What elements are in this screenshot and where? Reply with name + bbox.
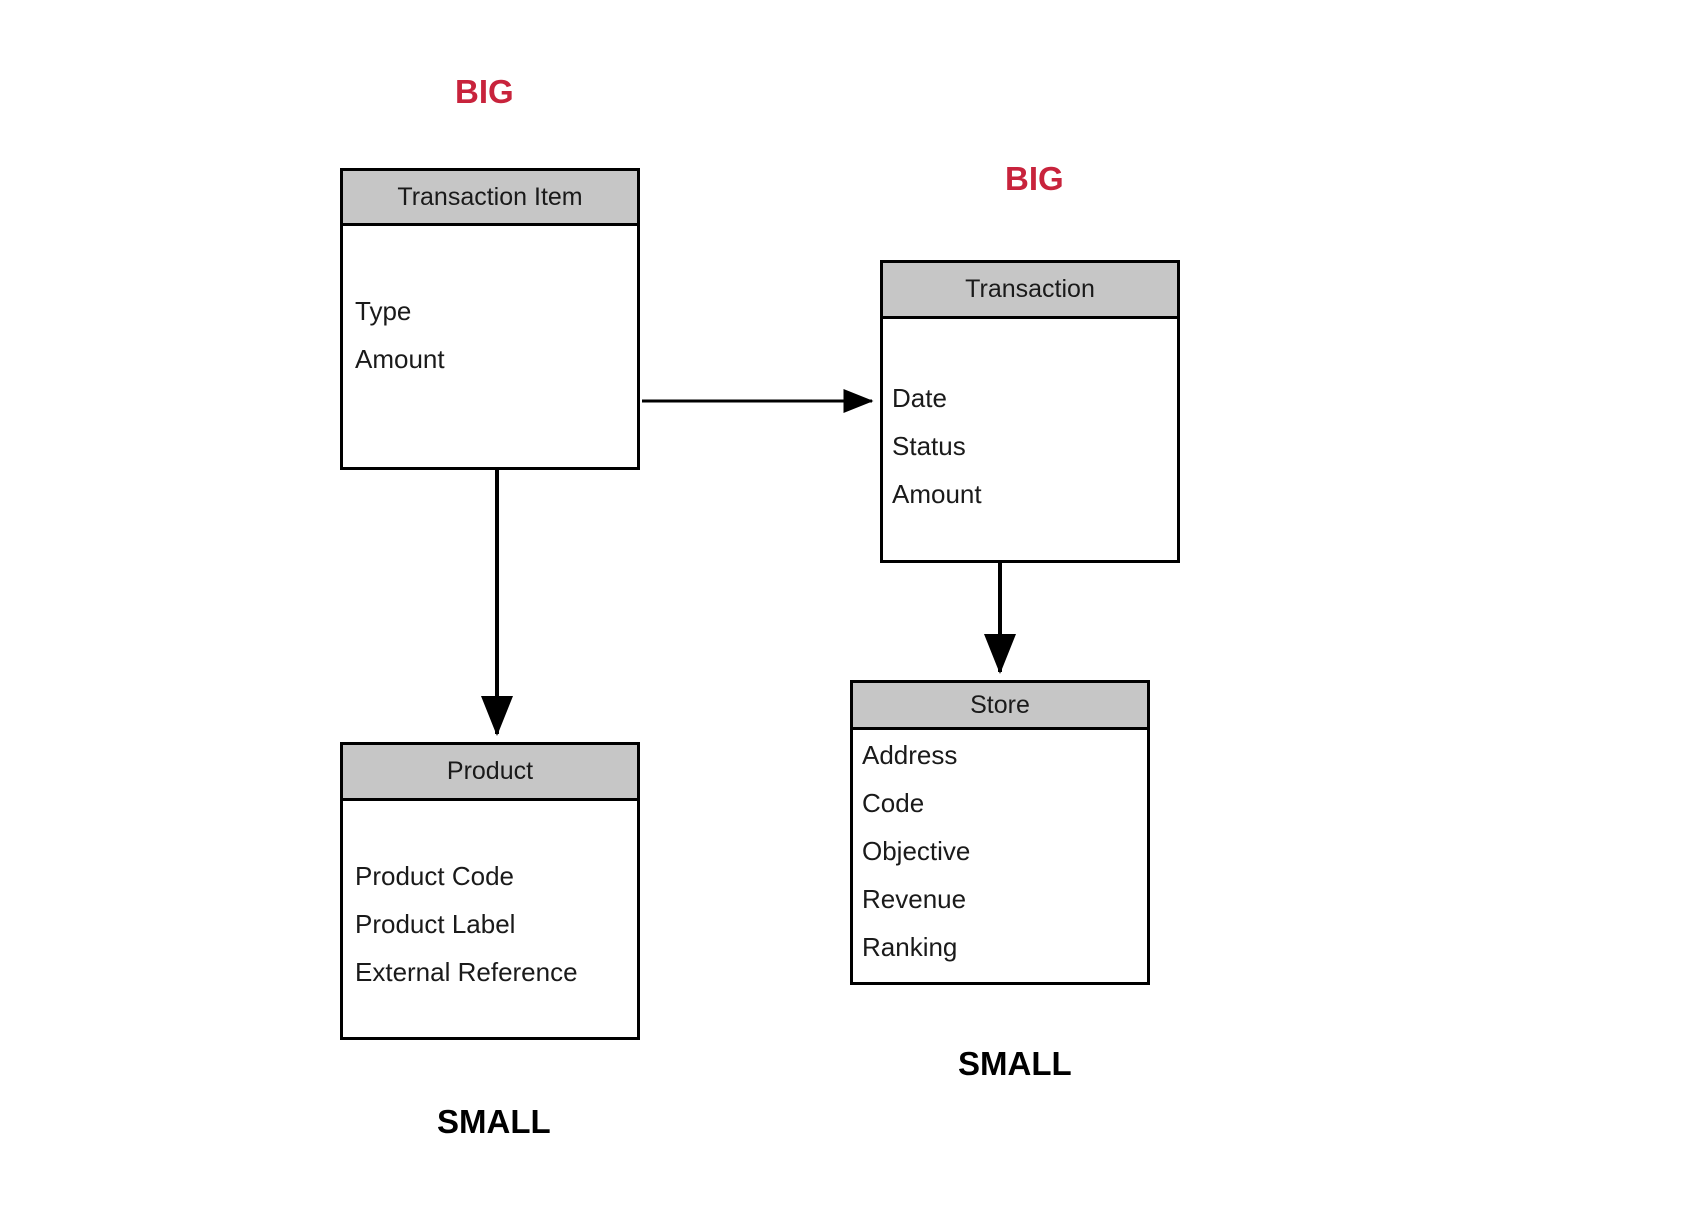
attribute-row: Type <box>355 296 412 326</box>
entity-box-transaction[interactable]: Transaction Date Status Amount <box>880 260 1180 563</box>
entity-title-transaction: Transaction <box>883 263 1177 319</box>
entity-box-store[interactable]: Store Address Code Objective Revenue Ran… <box>850 680 1150 985</box>
entity-attributes-store: Address Code Objective Revenue Ranking <box>853 730 1147 982</box>
entity-title-store: Store <box>853 683 1147 730</box>
entity-box-transaction-item[interactable]: Transaction Item Type Amount <box>340 168 640 470</box>
attribute-row: Product Label <box>355 909 516 939</box>
attribute-row: Ranking <box>862 932 958 962</box>
attribute-row: Amount <box>355 344 445 374</box>
attribute-row: Status <box>892 431 966 461</box>
entity-attributes-transaction-item: Type Amount <box>343 226 637 467</box>
entity-box-product[interactable]: Product Product Code Product Label Exter… <box>340 742 640 1040</box>
size-label-big-transaction: BIG <box>1005 160 1064 197</box>
size-label-small-product: SMALL <box>437 1103 551 1140</box>
attribute-row: Date <box>892 383 947 413</box>
attribute-row: Objective <box>862 836 971 866</box>
attribute-row: Product Code <box>355 861 514 891</box>
size-label-small-store: SMALL <box>958 1045 1072 1082</box>
attribute-row: Address <box>862 740 958 770</box>
entity-title-transaction-item: Transaction Item <box>343 171 637 226</box>
entity-attributes-product: Product Code Product Label External Refe… <box>343 801 637 1037</box>
size-label-big-transaction-item: BIG <box>455 73 514 110</box>
entity-title-product: Product <box>343 745 637 801</box>
attribute-row: Revenue <box>862 884 967 914</box>
attribute-row: External Reference <box>355 957 578 987</box>
attribute-row: Amount <box>892 479 982 509</box>
attribute-row: Code <box>862 788 925 818</box>
entity-attributes-transaction: Date Status Amount <box>883 319 1177 560</box>
